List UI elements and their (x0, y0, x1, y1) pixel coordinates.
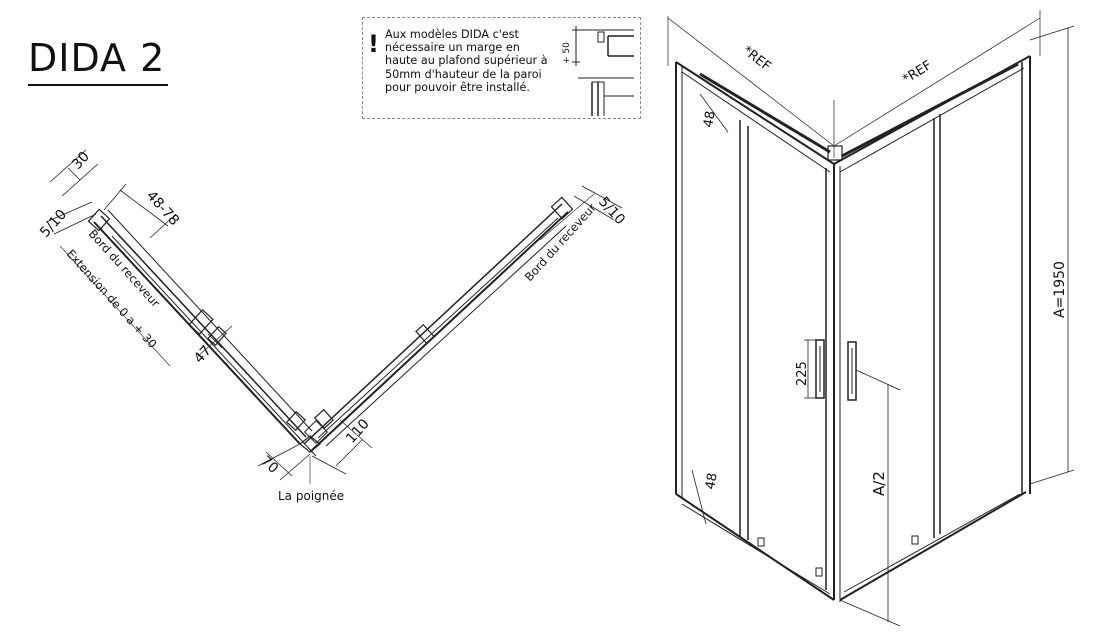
left-wall-profile (87, 208, 317, 457)
bottom-guides (757, 535, 919, 577)
ref-left-label: *REF (740, 43, 774, 74)
dim-48-bottom-label: 48 (703, 472, 721, 491)
ref-right-label: *REF (900, 58, 934, 87)
clearance-dim-label: + 50 (562, 42, 572, 64)
dim-48-top-label: 48 (701, 110, 719, 129)
title-underline (28, 84, 168, 86)
ceiling-clearance-detail: + 50 (562, 26, 634, 116)
installation-note: ! Aux modèles DIDA c'est nécessaire un m… (362, 17, 641, 119)
door-handles (815, 339, 857, 401)
dim-225-label: 225 (795, 361, 810, 386)
dim-48-bottom: 48 (691, 469, 721, 525)
right-panel (833, 55, 1031, 601)
corner-joint (299, 419, 329, 453)
dim-48-top: 48 (699, 93, 729, 133)
drawing-title: DIDA 2 (28, 36, 166, 80)
right-wall-profile (303, 196, 574, 453)
note-text: Aux modèles DIDA c'est nécessaire un mar… (385, 28, 548, 94)
dim-225: 225 (795, 339, 818, 399)
left-panel (675, 61, 841, 602)
plan-view: 30 48-78 5/10 Bord du receveur Extension… (37, 149, 628, 503)
dim-a-total-label: A=1950 (1052, 261, 1068, 318)
label-poignee: La poignée (278, 489, 344, 503)
warning-icon: ! (368, 30, 379, 58)
dim-a-half-label: A/2 (870, 471, 888, 496)
dim-a-half: A/2 (839, 369, 901, 627)
dim-a-total: A=1950 (1029, 25, 1075, 485)
ref-dimensions: *REF *REF (667, 10, 1041, 158)
top-rail (699, 62, 1019, 161)
